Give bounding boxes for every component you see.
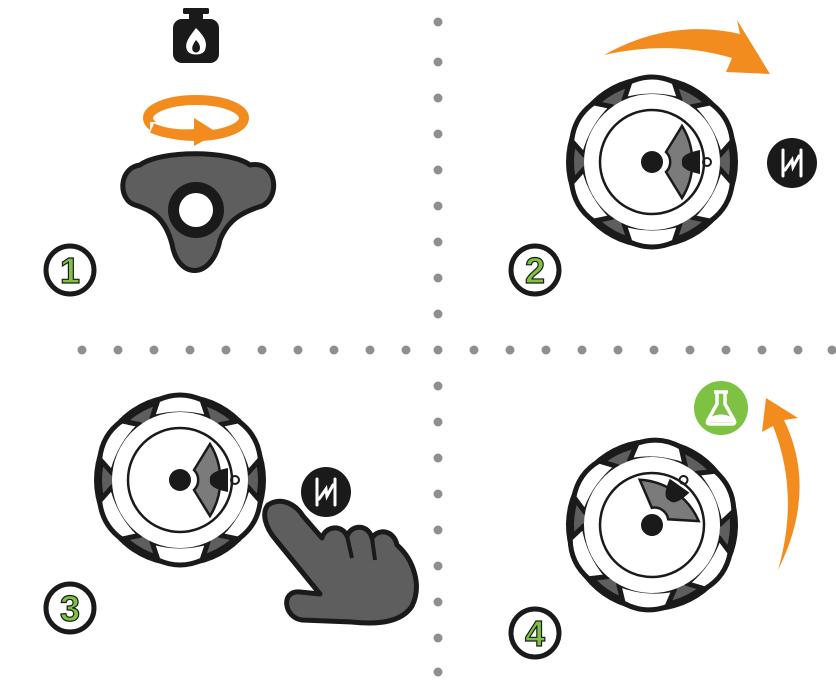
- pointing-hand-icon: [262, 498, 419, 626]
- ignite-icon: [767, 138, 817, 188]
- step-number-badge: 2: [508, 243, 562, 297]
- valve-handle: [120, 151, 277, 273]
- ignite-icon: [301, 467, 351, 517]
- step-4-panel: 4: [508, 381, 800, 660]
- step-number: 1: [60, 250, 80, 291]
- control-knob: [564, 76, 739, 248]
- step-3-panel: 3: [43, 394, 419, 635]
- divider-vertical: [433, 17, 443, 677]
- step-number-badge: 3: [43, 581, 97, 635]
- clockwise-arrow-icon: [604, 20, 770, 74]
- step-number: 2: [525, 250, 545, 291]
- step-1-panel: 1: [43, 8, 277, 297]
- counterclockwise-arrow-icon: [762, 398, 800, 570]
- divider-horizontal: [77, 345, 836, 355]
- step-number: 4: [525, 613, 545, 654]
- rotate-arrow-icon: [143, 95, 249, 146]
- step-number-badge: 4: [508, 606, 562, 660]
- step-2-panel: 2: [508, 20, 817, 297]
- step-number: 3: [60, 588, 80, 629]
- flask-icon: [694, 381, 748, 435]
- step-number-badge: 1: [43, 243, 97, 297]
- control-knob: [92, 394, 267, 566]
- control-knob: [531, 404, 772, 646]
- propane-tank-icon: [173, 8, 219, 63]
